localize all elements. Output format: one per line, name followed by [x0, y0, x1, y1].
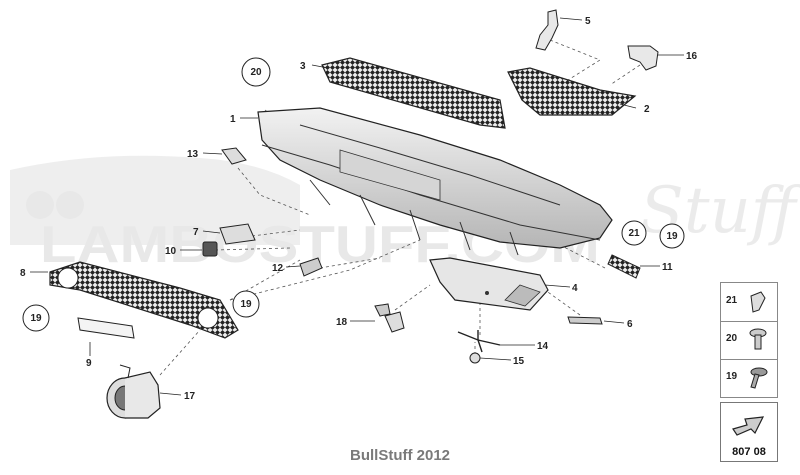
bumper[interactable]: [257, 107, 613, 256]
bracket-13[interactable]: [221, 147, 247, 165]
bushing-10[interactable]: [202, 241, 218, 257]
callout-12: 12: [272, 263, 284, 274]
screw-icon: [749, 328, 767, 350]
fastener-legend: 21 20 19: [720, 282, 778, 398]
callout-5: 5: [585, 16, 591, 27]
callout-16: 16: [686, 51, 698, 62]
bolt-icon: [750, 367, 768, 389]
circled-refs: 20 21 19 19 19: [22, 57, 685, 332]
plate-9[interactable]: [77, 317, 135, 339]
lower-grille[interactable]: [49, 261, 239, 339]
clip-12[interactable]: [299, 257, 323, 277]
clip-icon: [750, 291, 766, 313]
clip-18[interactable]: [374, 303, 405, 333]
callout-1: 1: [230, 114, 236, 125]
callouts: 1 2 3 4 5 6 7 8 9 10 11 12 13 14 15 16 1…: [20, 16, 698, 402]
bracket-7[interactable]: [219, 223, 256, 245]
bracket-5[interactable]: [535, 9, 559, 51]
trim-strip[interactable]: [567, 316, 603, 325]
circled-21: 21: [628, 228, 640, 239]
nut-15[interactable]: [469, 352, 481, 364]
legend-row-20: 20: [721, 321, 777, 360]
callout-2: 2: [644, 104, 650, 115]
callout-6: 6: [627, 319, 633, 330]
footer-credit: BullStuff 2012: [349, 447, 451, 464]
callout-17: 17: [184, 391, 196, 402]
circled-19-left: 19: [30, 313, 42, 324]
callout-9: 9: [86, 358, 92, 369]
circled-19-center: 19: [240, 299, 252, 310]
callout-10: 10: [165, 246, 177, 257]
callout-8: 8: [20, 268, 26, 279]
reflector-strip[interactable]: [607, 254, 641, 279]
legend-label: 19: [726, 371, 738, 382]
callout-15: 15: [513, 356, 525, 367]
legend-row-21: 21: [721, 283, 777, 322]
upper-grille[interactable]: [321, 57, 506, 129]
side-panel[interactable]: [429, 257, 549, 311]
legend-row-19: 19: [721, 359, 777, 397]
page-reference[interactable]: 807 08: [720, 402, 778, 462]
callout-14: 14: [537, 341, 549, 352]
legend-label: 21: [726, 295, 738, 306]
circled-19-right: 19: [666, 231, 678, 242]
bracket-16[interactable]: [627, 45, 659, 71]
circled-20: 20: [250, 67, 262, 78]
callout-18: 18: [336, 317, 348, 328]
watermark: LAMBOSTUFF.COM Stuff: [10, 155, 800, 274]
callout-13: 13: [187, 149, 199, 160]
callout-4: 4: [572, 283, 578, 294]
side-grille[interactable]: [507, 67, 637, 116]
cable-tie[interactable]: [457, 330, 501, 353]
arrow-icon: [732, 416, 765, 436]
callout-3: 3: [300, 61, 306, 72]
page-code: 807 08: [732, 446, 766, 458]
exhaust-tip[interactable]: [106, 364, 161, 419]
callout-11: 11: [662, 262, 673, 273]
callout-leaders: [30, 17, 684, 396]
legend-label: 20: [726, 333, 738, 344]
callout-7: 7: [193, 227, 199, 238]
